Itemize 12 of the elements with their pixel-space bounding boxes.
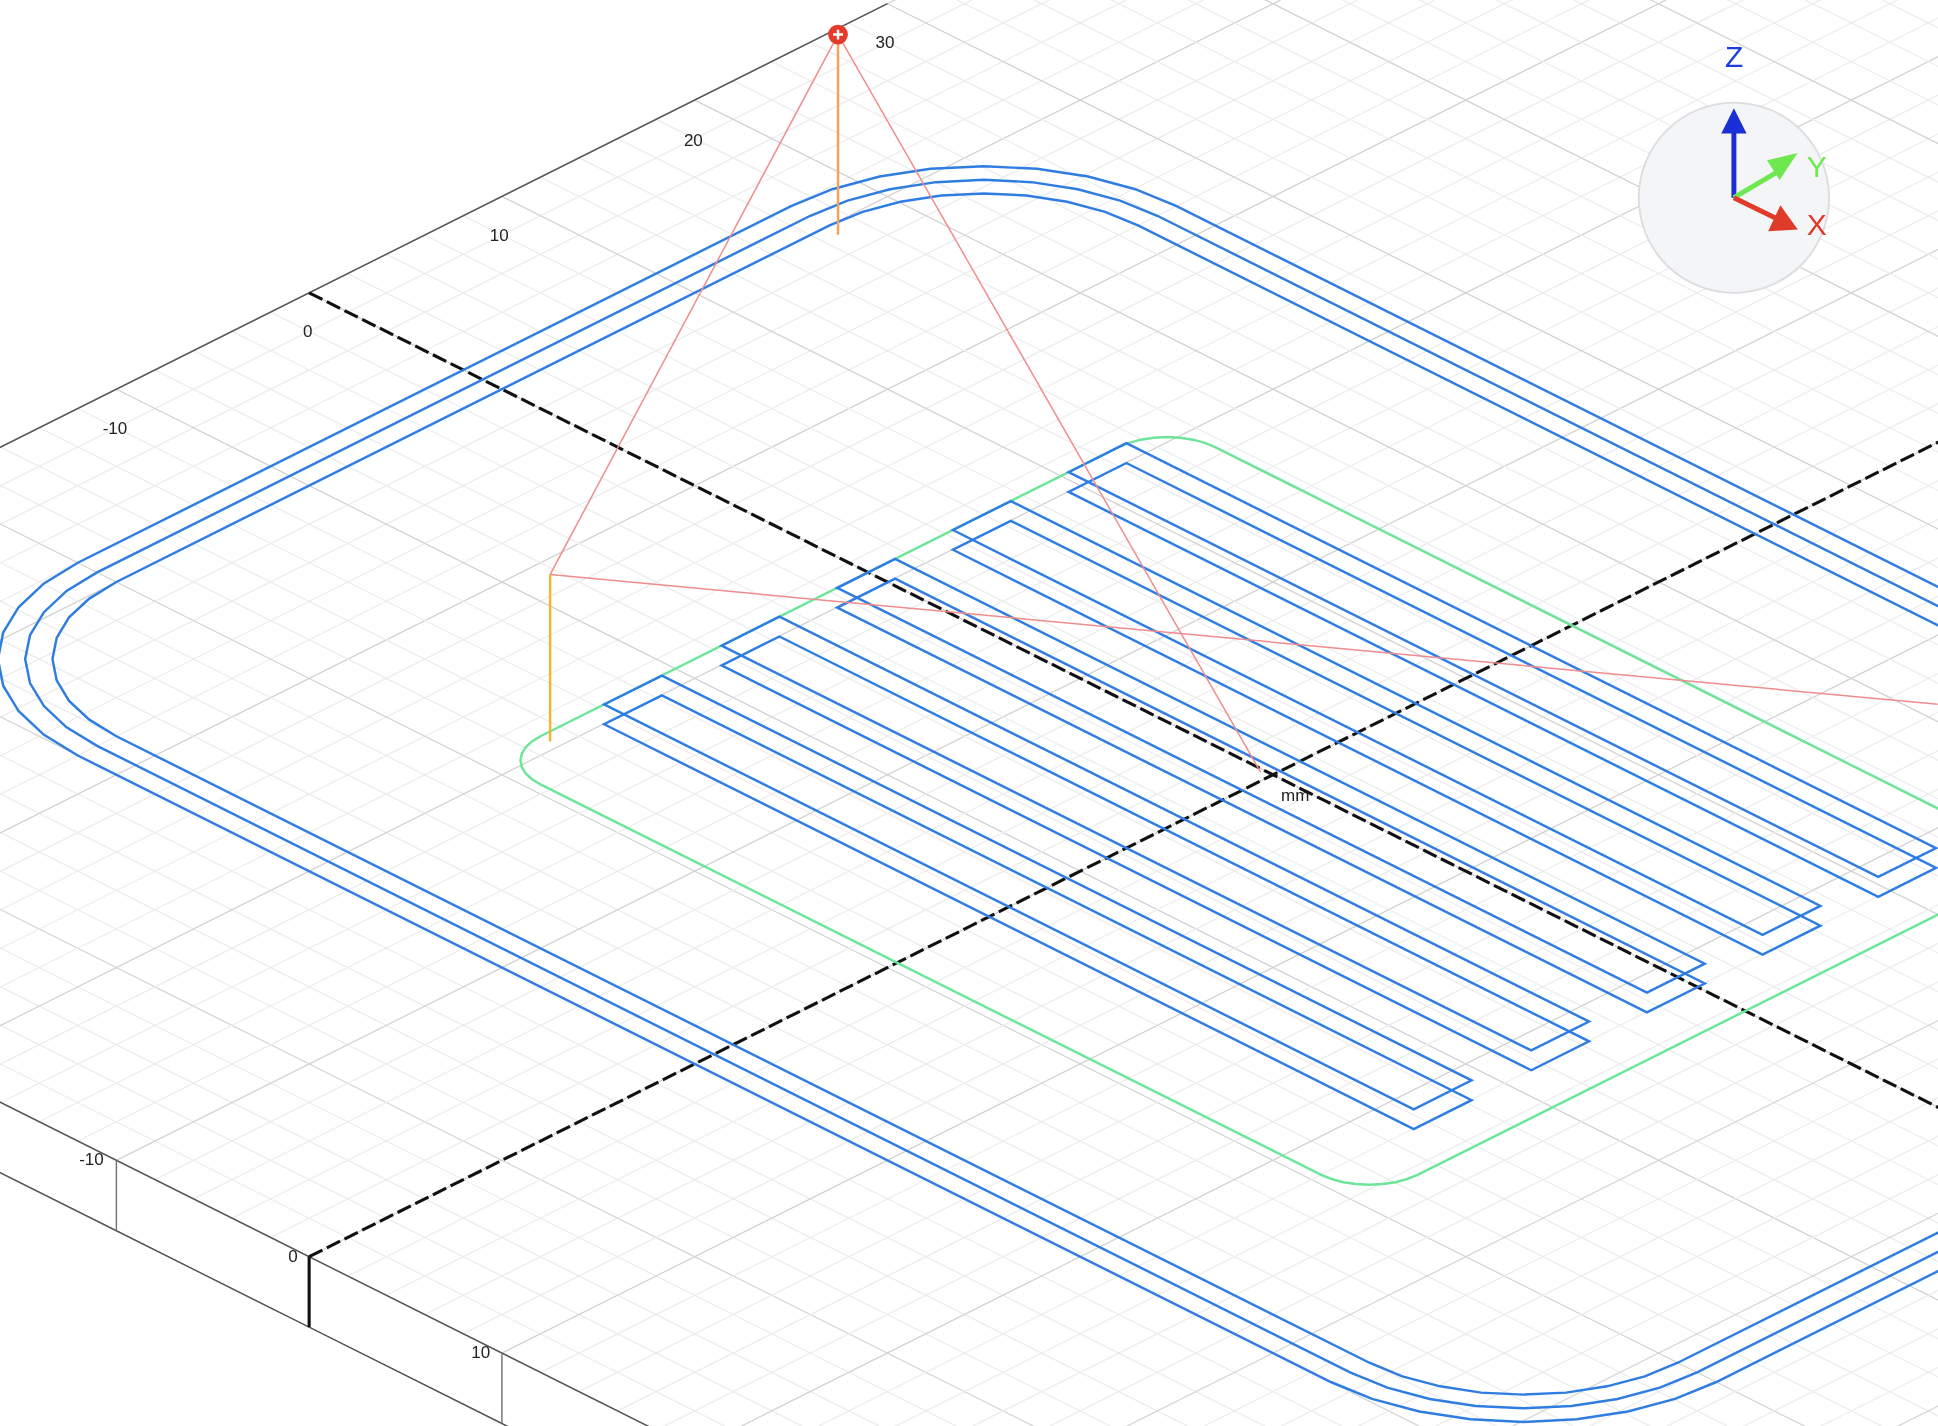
axis-label: X [1806, 209, 1827, 240]
axis-label: Z [1724, 41, 1744, 72]
axis-tick-label: -10 [102, 419, 128, 437]
unit-label: mm [1281, 786, 1310, 804]
axis-tick-label: 10 [471, 1343, 491, 1361]
axis-tick-label: 20 [683, 131, 703, 149]
axis-tick-label: 30 [875, 33, 895, 51]
axis-tick-label: 0 [303, 322, 313, 340]
axis-label: Y [1806, 151, 1827, 182]
axis-tick-label: 0 [288, 1247, 298, 1265]
axis-tick-label: 10 [489, 226, 509, 244]
axis-tick-label: -10 [79, 1150, 104, 1168]
